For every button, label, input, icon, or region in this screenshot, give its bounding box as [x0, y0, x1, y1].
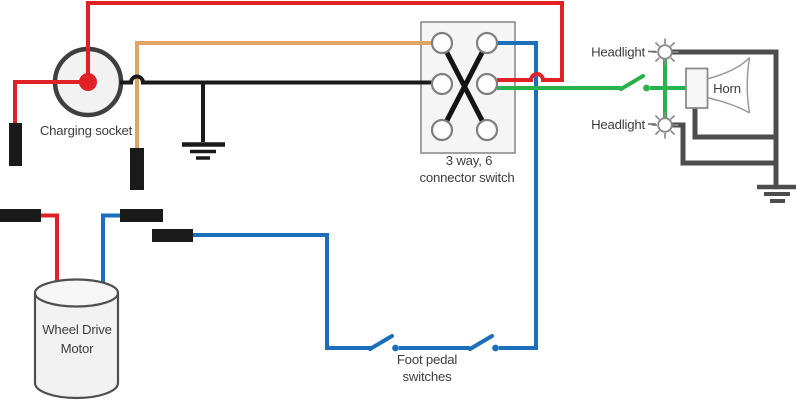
switch-terminal-mid-left [430, 72, 454, 96]
headlight-top-bulb [657, 44, 673, 60]
black-wire-group [120, 74, 442, 160]
terminal-motor-red [0, 209, 41, 222]
motor-body [33, 293, 120, 400]
motor-top-face [33, 278, 120, 308]
terminal-charging-orange [130, 148, 144, 190]
orange-wire-group [135, 41, 442, 152]
motor-label-line1: Wheel Drive [42, 322, 112, 337]
switch-terminal-bottom-left [430, 118, 454, 142]
foot-pedal-switch-2-contact [492, 344, 499, 352]
horn-symbol [685, 56, 751, 114]
light-switch-blade [619, 74, 645, 91]
red-wire-socket-terminal [13, 80, 88, 126]
foot-switches-label-line2: switches [403, 369, 453, 384]
terminal-charging-red [9, 123, 22, 166]
switch-terminal-top-left [430, 31, 454, 55]
headlight-top-symbol [651, 38, 679, 66]
diagram-labels: Charging socket 3 way, 6 connector switc… [40, 45, 741, 385]
horn-label: Horn [713, 81, 741, 96]
blue-wire-pedals-to-connector [192, 233, 371, 350]
terminal-motor-blue [120, 209, 163, 222]
foot-pedal-switch-1-contact [392, 344, 399, 352]
headlight-top-label: Headlight [591, 45, 645, 60]
green-wire-group [497, 59, 688, 118]
switch-terminal-mid-right [475, 72, 499, 96]
headlight-bottom-label: Headlight [591, 117, 645, 132]
label-dashes [648, 50, 656, 125]
foot-pedal-contacts [392, 344, 499, 352]
horn-bell [706, 56, 751, 114]
switch-label-line1: 3 way, 6 [446, 153, 493, 168]
foot-pedal-switch-1-blade [368, 334, 394, 351]
horn-ground-wire [692, 107, 778, 140]
foot-switches-label-line1: Foot pedal [397, 352, 458, 367]
switch-terminal-top-right [475, 31, 499, 55]
red-wire-motor [40, 213, 59, 290]
foot-pedal-switch-2-blade [468, 334, 494, 351]
light-switch-contact [643, 84, 650, 92]
headlight-bottom-bulb [657, 117, 673, 133]
switch-terminal-bottom-right [475, 118, 499, 142]
charging-socket-pin [79, 73, 97, 91]
horn-driver-box [685, 67, 709, 109]
black-wire-socket-to-switch [120, 74, 442, 85]
motor-label-line2: Motor [61, 341, 95, 356]
switch-terminals [430, 31, 499, 142]
blue-wire-motor [101, 213, 120, 290]
headlight-bottom-symbol [651, 111, 679, 139]
headlight-top-ground-wire [671, 49, 779, 187]
red-wire-main-loop [86, 1, 564, 82]
blue-wire-switch-to-pedals [487, 41, 538, 350]
charging-socket-label: Charging socket [40, 123, 133, 138]
wheel-drive-motor [33, 278, 120, 400]
orange-wire [135, 41, 442, 152]
terminal-pedal-blue [152, 229, 193, 242]
switch-label-line2: connector switch [419, 170, 514, 185]
connector-terminals [0, 123, 193, 242]
headlight-bottom-rays [651, 111, 679, 139]
blue-wire-group [101, 41, 538, 351]
red-wire-group [13, 1, 564, 290]
